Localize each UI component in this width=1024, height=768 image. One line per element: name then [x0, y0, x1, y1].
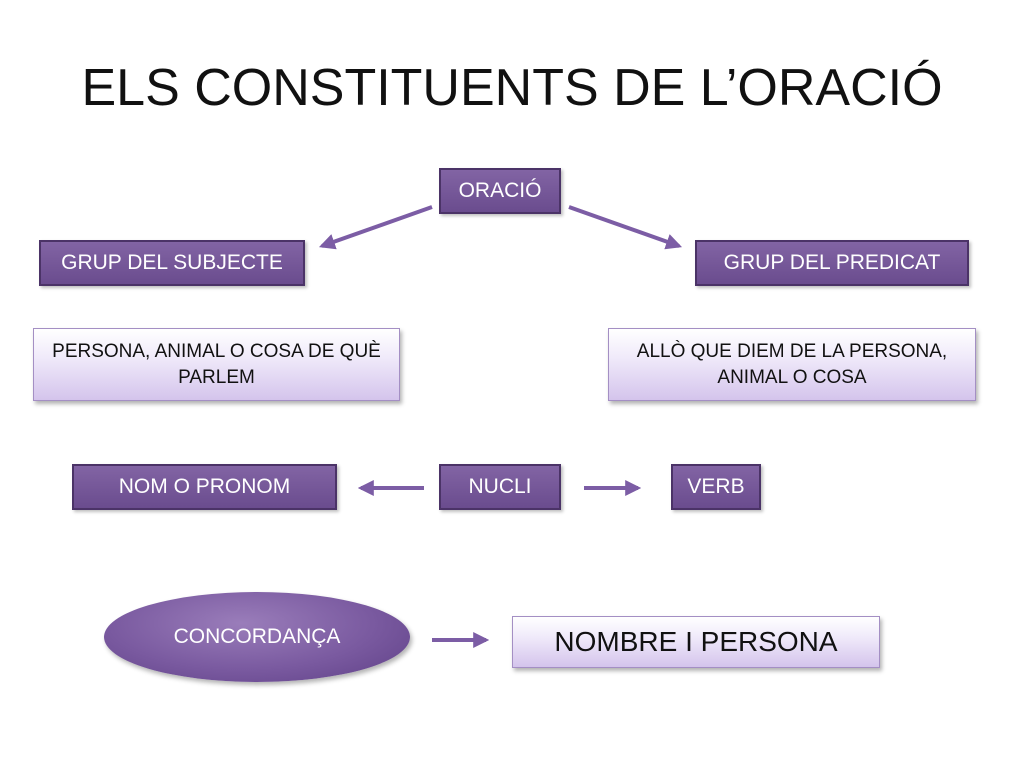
- subject-definition: PERSONA, ANIMAL O COSA DE QUÈ PARLEM: [33, 328, 400, 401]
- node-subject-group: GRUP DEL SUBJECTE: [39, 240, 305, 286]
- node-predicate-group: GRUP DEL PREDICAT: [695, 240, 969, 286]
- arrow-oracio-to-predicate: [568, 205, 683, 250]
- node-verb: VERB: [671, 464, 761, 510]
- node-nucli: NUCLI: [439, 464, 561, 510]
- predicate-definition: ALLÒ QUE DIEM DE LA PERSONA, ANIMAL O CO…: [608, 328, 976, 401]
- node-concordanca: CONCORDANÇA: [104, 592, 410, 682]
- arrow-oracio-to-subject: [318, 205, 433, 250]
- node-oracio: ORACIÓ: [439, 168, 561, 214]
- node-nom-o-pronom: NOM O PRONOM: [72, 464, 337, 510]
- slide-title: ELS CONSTITUENTS DE L’ORACIÓ: [81, 59, 943, 117]
- node-nombre-i-persona: NOMBRE I PERSONA: [512, 616, 880, 668]
